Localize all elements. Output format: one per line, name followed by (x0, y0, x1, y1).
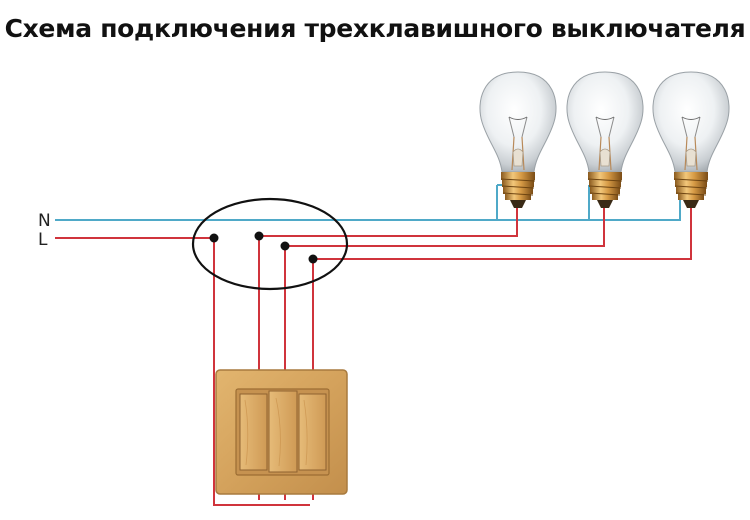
switch-key-3 (298, 393, 327, 471)
junction-dot-live (209, 233, 219, 243)
junction-dots (209, 231, 318, 264)
live-wire (55, 237, 310, 506)
neutral-label: N (38, 211, 51, 231)
light-bulb-1 (479, 71, 557, 209)
switch-key-2 (268, 390, 298, 473)
light-bulb-3 (652, 71, 730, 209)
live-label: L (38, 230, 48, 250)
diagram-title: Схема подключения трехклавишного выключа… (4, 14, 746, 43)
switch-key-1 (239, 393, 268, 471)
junction-dot-1 (254, 231, 264, 241)
junction-box (191, 197, 349, 291)
switched-wire-3 (312, 206, 692, 500)
three-key-switch (215, 369, 348, 495)
junction-dot-2 (280, 241, 290, 251)
junction-dot-3 (308, 254, 318, 264)
light-bulb-2 (566, 71, 644, 209)
